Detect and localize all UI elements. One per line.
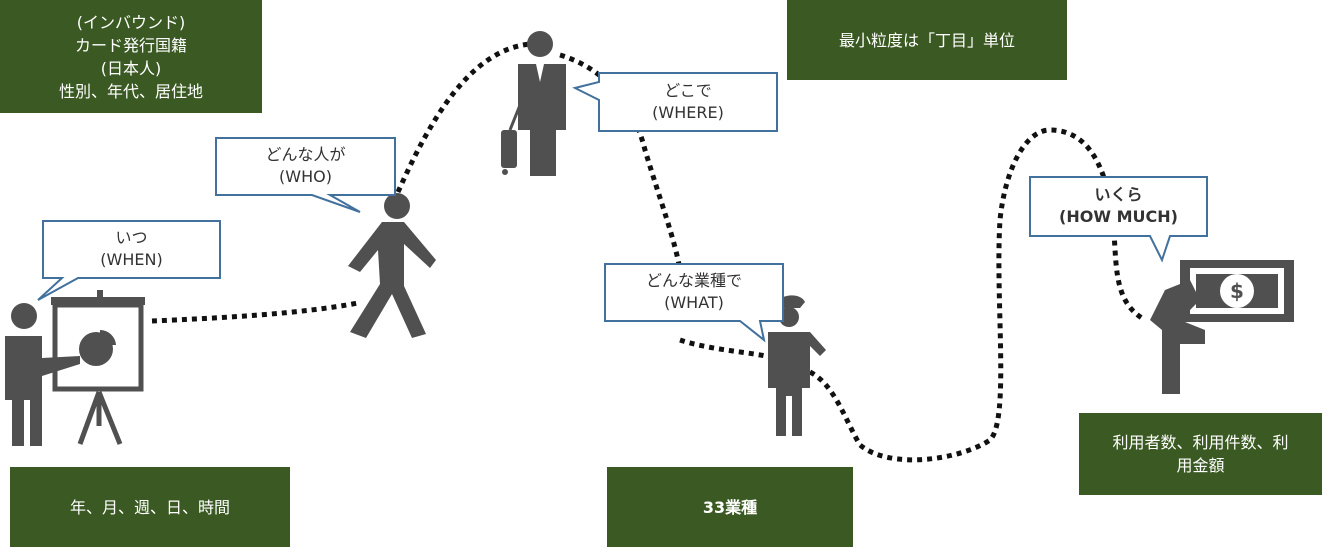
bubble-who-line: (WHO) <box>279 167 332 186</box>
bubble-when: いつ (WHEN) <box>43 227 220 271</box>
money-in-hand-icon: $ <box>1150 260 1294 394</box>
bubble-who: どんな人が (WHO) <box>216 144 395 188</box>
bubble-who-line: どんな人が <box>265 145 346 164</box>
dotted-path <box>151 41 1147 463</box>
who-detail-line: カード発行国籍 <box>74 35 187 55</box>
bubble-where-line: (WHERE) <box>652 103 724 122</box>
howmuch-detail-box: 利用者数、利用件数、利 用金額 <box>1079 413 1322 495</box>
who-detail-box: (インバウンド) カード発行国籍 (日本人) 性別、年代、居住地 <box>0 0 262 113</box>
who-detail-line: (日本人) <box>100 58 162 78</box>
bubble-howmuch-line: いくら <box>1094 185 1143 204</box>
walking-person-icon <box>348 193 436 338</box>
where-detail-box: 最小粒度は「丁目」単位 <box>787 0 1067 80</box>
bubble-howmuch-line: (HOW MUCH) <box>1059 207 1178 226</box>
bubble-howmuch: いくら (HOW MUCH) <box>1030 184 1207 228</box>
bubble-what-line: (WHAT) <box>664 293 724 312</box>
when-detail-box: 年、月、週、日、時間 <box>10 467 290 547</box>
bubble-what-line: どんな業種で <box>645 271 742 290</box>
bubble-what-shape <box>604 263 784 343</box>
bubble-what: どんな業種で (WHAT) <box>605 270 783 314</box>
presenter-icon <box>5 290 145 446</box>
business-traveler-icon <box>501 31 566 176</box>
bubble-where: どこで (WHERE) <box>599 80 777 124</box>
bubble-where-line: どこで <box>664 81 712 100</box>
who-detail-line: 性別、年代、居住地 <box>58 81 203 101</box>
svg-text:$: $ <box>1230 279 1244 303</box>
bubble-howmuch-shape <box>1029 176 1208 263</box>
howmuch-detail-line: 用金額 <box>1176 456 1225 475</box>
where-detail-text: 最小粒度は「丁目」単位 <box>838 30 1015 50</box>
bubble-where-shape <box>572 72 778 132</box>
who-detail-line: (インバウンド) <box>76 12 186 32</box>
bubble-who-shape <box>215 137 396 213</box>
howmuch-detail-line: 利用者数、利用件数、利 <box>1112 433 1289 452</box>
when-detail-text: 年、月、週、日、時間 <box>69 497 230 517</box>
bubble-when-line: (WHEN) <box>100 250 163 269</box>
what-detail-box: 33業種 <box>607 467 853 547</box>
bubble-when-line: いつ <box>115 228 148 247</box>
what-detail-text: 33業種 <box>702 497 758 517</box>
bubble-when-shape <box>37 220 221 301</box>
